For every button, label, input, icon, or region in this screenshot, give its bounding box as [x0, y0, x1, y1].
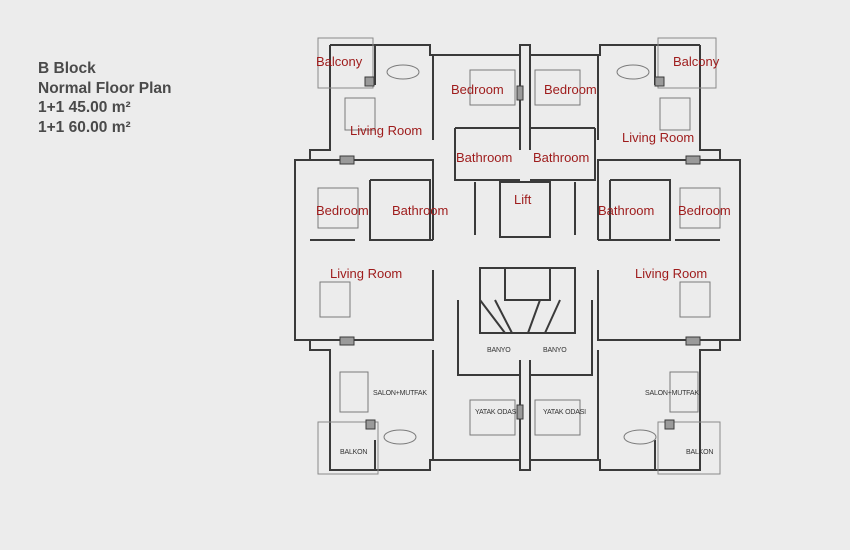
label-bathroom-top-left: Bathroom: [456, 150, 513, 165]
label-bedroom-top-right: Bedroom: [544, 82, 597, 97]
block-name: B Block: [38, 60, 96, 77]
label-bathroom-mid-right: Bathroom: [598, 203, 655, 218]
label-lift: Lift: [514, 192, 532, 207]
label-bedroom-top-left: Bedroom: [451, 82, 504, 97]
label-balcony-right: Balcony: [673, 54, 720, 69]
label-yatak-left: YATAK ODASI: [475, 409, 518, 416]
label-balkon-left: BALKON: [340, 449, 368, 456]
label-living-top-left: Living Room: [350, 123, 423, 138]
label-bedroom-mid-left: Bedroom: [316, 203, 369, 218]
label-balcony-left: Balcony: [316, 54, 363, 69]
label-banyo-right: BANYO: [543, 347, 567, 354]
label-living-top-right: Living Room: [622, 130, 695, 145]
unit-size-a: 1+1 45.00 m²: [38, 99, 131, 116]
label-yatak-right: YATAK ODASI: [543, 409, 586, 416]
label-salon-right: SALON+MUTFAK: [645, 390, 699, 397]
label-living-mid-right: Living Room: [635, 266, 708, 281]
label-salon-left: SALON+MUTFAK: [373, 390, 427, 397]
label-banyo-left: BANYO: [487, 347, 511, 354]
label-bathroom-mid-left: Bathroom: [392, 203, 449, 218]
label-living-mid-left: Living Room: [330, 266, 403, 281]
label-balkon-right: BALKON: [686, 449, 714, 456]
label-bedroom-mid-right: Bedroom: [678, 203, 731, 218]
unit-size-b: 1+1 60.00 m²: [38, 118, 131, 136]
label-bathroom-top-right: Bathroom: [533, 150, 590, 165]
plan-type: Normal Floor Plan: [38, 79, 172, 97]
plan-heading: B Block Normal Floor Plan 1+1 45.00 m² 1…: [38, 59, 172, 137]
